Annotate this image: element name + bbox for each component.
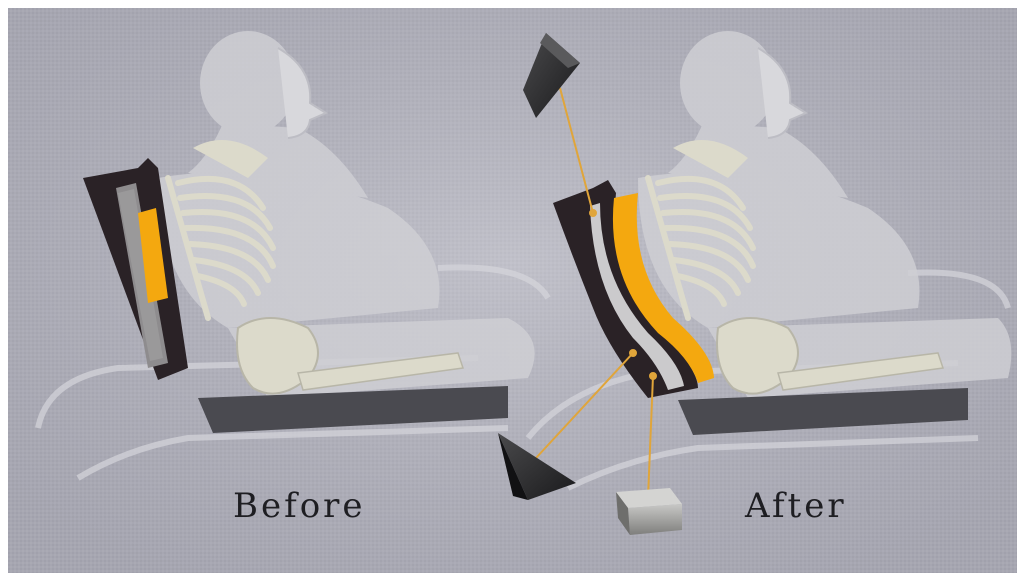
after-caption: After	[745, 486, 847, 526]
illustration-frame: Before After	[8, 8, 1017, 573]
before-caption: Before	[233, 486, 366, 526]
cube-block-icon	[616, 488, 682, 535]
posture-illustration	[8, 8, 1017, 573]
